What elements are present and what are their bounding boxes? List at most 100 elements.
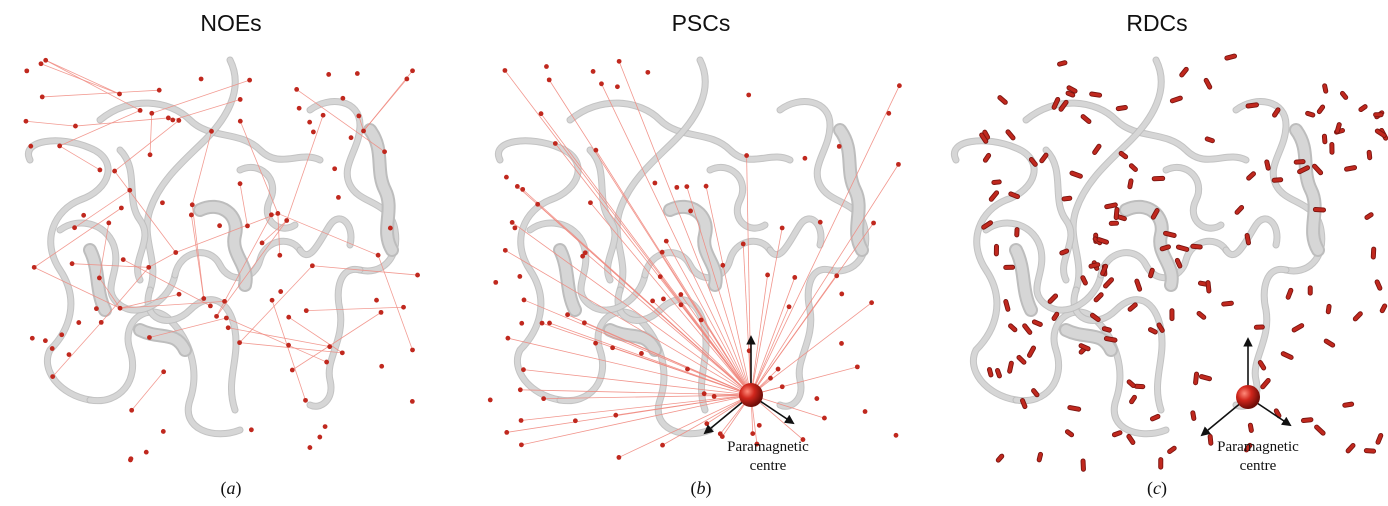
proton-atom: [657, 274, 663, 280]
proton-atom: [754, 441, 760, 447]
bond-vector: [1157, 323, 1164, 332]
backbone-coil: [767, 216, 824, 258]
proton-atom: [356, 113, 362, 119]
proton-atom: [409, 399, 415, 404]
psc-vector: [750, 274, 768, 396]
noe-restraint: [148, 252, 176, 268]
proton-atom: [207, 303, 213, 309]
backbone-coil: [1043, 147, 1074, 283]
proton-atom: [31, 264, 37, 270]
proton-atom: [519, 442, 524, 448]
bond-vector: [1128, 303, 1137, 311]
proton-atom: [410, 347, 415, 353]
proton-atom: [504, 429, 510, 435]
bond-vector: [1097, 237, 1109, 244]
backbone-coil: [1070, 57, 1164, 293]
proton-atom: [39, 94, 45, 100]
proton-atom: [117, 305, 123, 311]
bond-vector: [1029, 157, 1037, 166]
bond-vector: [1274, 409, 1281, 418]
proton-atom: [97, 167, 103, 173]
proton-atom: [520, 186, 526, 192]
bond-vector: [1090, 313, 1100, 322]
proton-atom: [660, 442, 665, 448]
bond-vector: [1346, 443, 1355, 453]
proton-atom: [740, 241, 746, 247]
proton-atom: [129, 407, 135, 413]
bond-vector: [1057, 61, 1067, 66]
noe-restraint: [99, 277, 121, 309]
noe-restraint-lines: [25, 59, 418, 411]
proton-atom: [615, 84, 620, 90]
psc-vector: [618, 394, 752, 458]
proton-atom: [72, 225, 77, 231]
bond-vector: [1068, 405, 1081, 411]
bond-vector: [1094, 293, 1103, 302]
bond-vector: [1023, 324, 1032, 334]
bond-vector: [1193, 372, 1199, 385]
proton-atom: [756, 422, 762, 428]
proton-atom: [518, 418, 524, 423]
proton-atom: [237, 181, 243, 187]
proton-atom: [382, 149, 387, 155]
bond-vector: [1246, 103, 1259, 108]
proton-atom: [294, 87, 300, 92]
proton-atom: [541, 396, 547, 402]
psc-vector: [750, 277, 796, 396]
proton-atom: [348, 135, 354, 141]
proton-atom: [96, 275, 102, 281]
proton-atom: [320, 112, 326, 118]
bond-vector: [1128, 179, 1133, 189]
protein-backbone: [951, 56, 1326, 438]
psc-vector: [567, 314, 752, 396]
proton-atom: [572, 418, 578, 424]
noe-restraint: [45, 59, 141, 111]
proton-atom: [322, 424, 328, 429]
proton-atom: [307, 119, 313, 125]
bond-vector: [1281, 352, 1293, 360]
proton-atom: [289, 367, 295, 373]
proton-atom: [332, 166, 338, 172]
proton-atom: [49, 346, 55, 351]
backbone-coil: [1163, 164, 1224, 231]
proton-atom: [222, 298, 227, 304]
bond-vectors: [979, 53, 1388, 472]
proton-atom: [746, 92, 752, 98]
noe-restraint: [42, 89, 160, 98]
proton-atom: [896, 83, 902, 89]
proton-atom: [147, 335, 152, 340]
bond-vector: [1031, 389, 1039, 397]
noe-restraint: [34, 266, 121, 309]
backbone-coil: [1023, 100, 1249, 163]
proton-atom: [817, 219, 823, 225]
noe-restraint: [114, 120, 180, 172]
bond-vector: [1306, 111, 1315, 117]
noe-restraint: [131, 371, 164, 411]
proton-atom: [340, 95, 346, 101]
bond-vector: [980, 133, 988, 143]
proton-atom: [29, 335, 35, 341]
proton-atom: [237, 340, 242, 346]
proton-atom: [278, 289, 284, 294]
noe-restraint: [277, 213, 281, 256]
bond-vector: [1365, 213, 1373, 220]
proton-atom: [552, 141, 558, 146]
bond-vector: [1344, 166, 1357, 171]
proton-atom: [98, 319, 104, 325]
noe-restraint: [52, 322, 102, 377]
proton-atom: [800, 437, 806, 442]
proton-atom: [146, 264, 152, 270]
proton-atom: [775, 366, 781, 372]
backbone-coil: [144, 57, 238, 293]
paramagnetic-centre-label: Paramagnetic centre: [1217, 439, 1299, 474]
noe-restraint: [261, 220, 287, 244]
proton-atom: [127, 187, 133, 193]
proton-atom: [565, 312, 570, 318]
rdcs-figure: [951, 53, 1388, 472]
proton-atom: [286, 342, 291, 348]
bond-vector: [1301, 418, 1313, 423]
proton-atom: [517, 387, 523, 393]
backbone-coil: [587, 147, 618, 283]
backbone-coil: [307, 266, 363, 409]
psc-vector: [705, 186, 752, 396]
